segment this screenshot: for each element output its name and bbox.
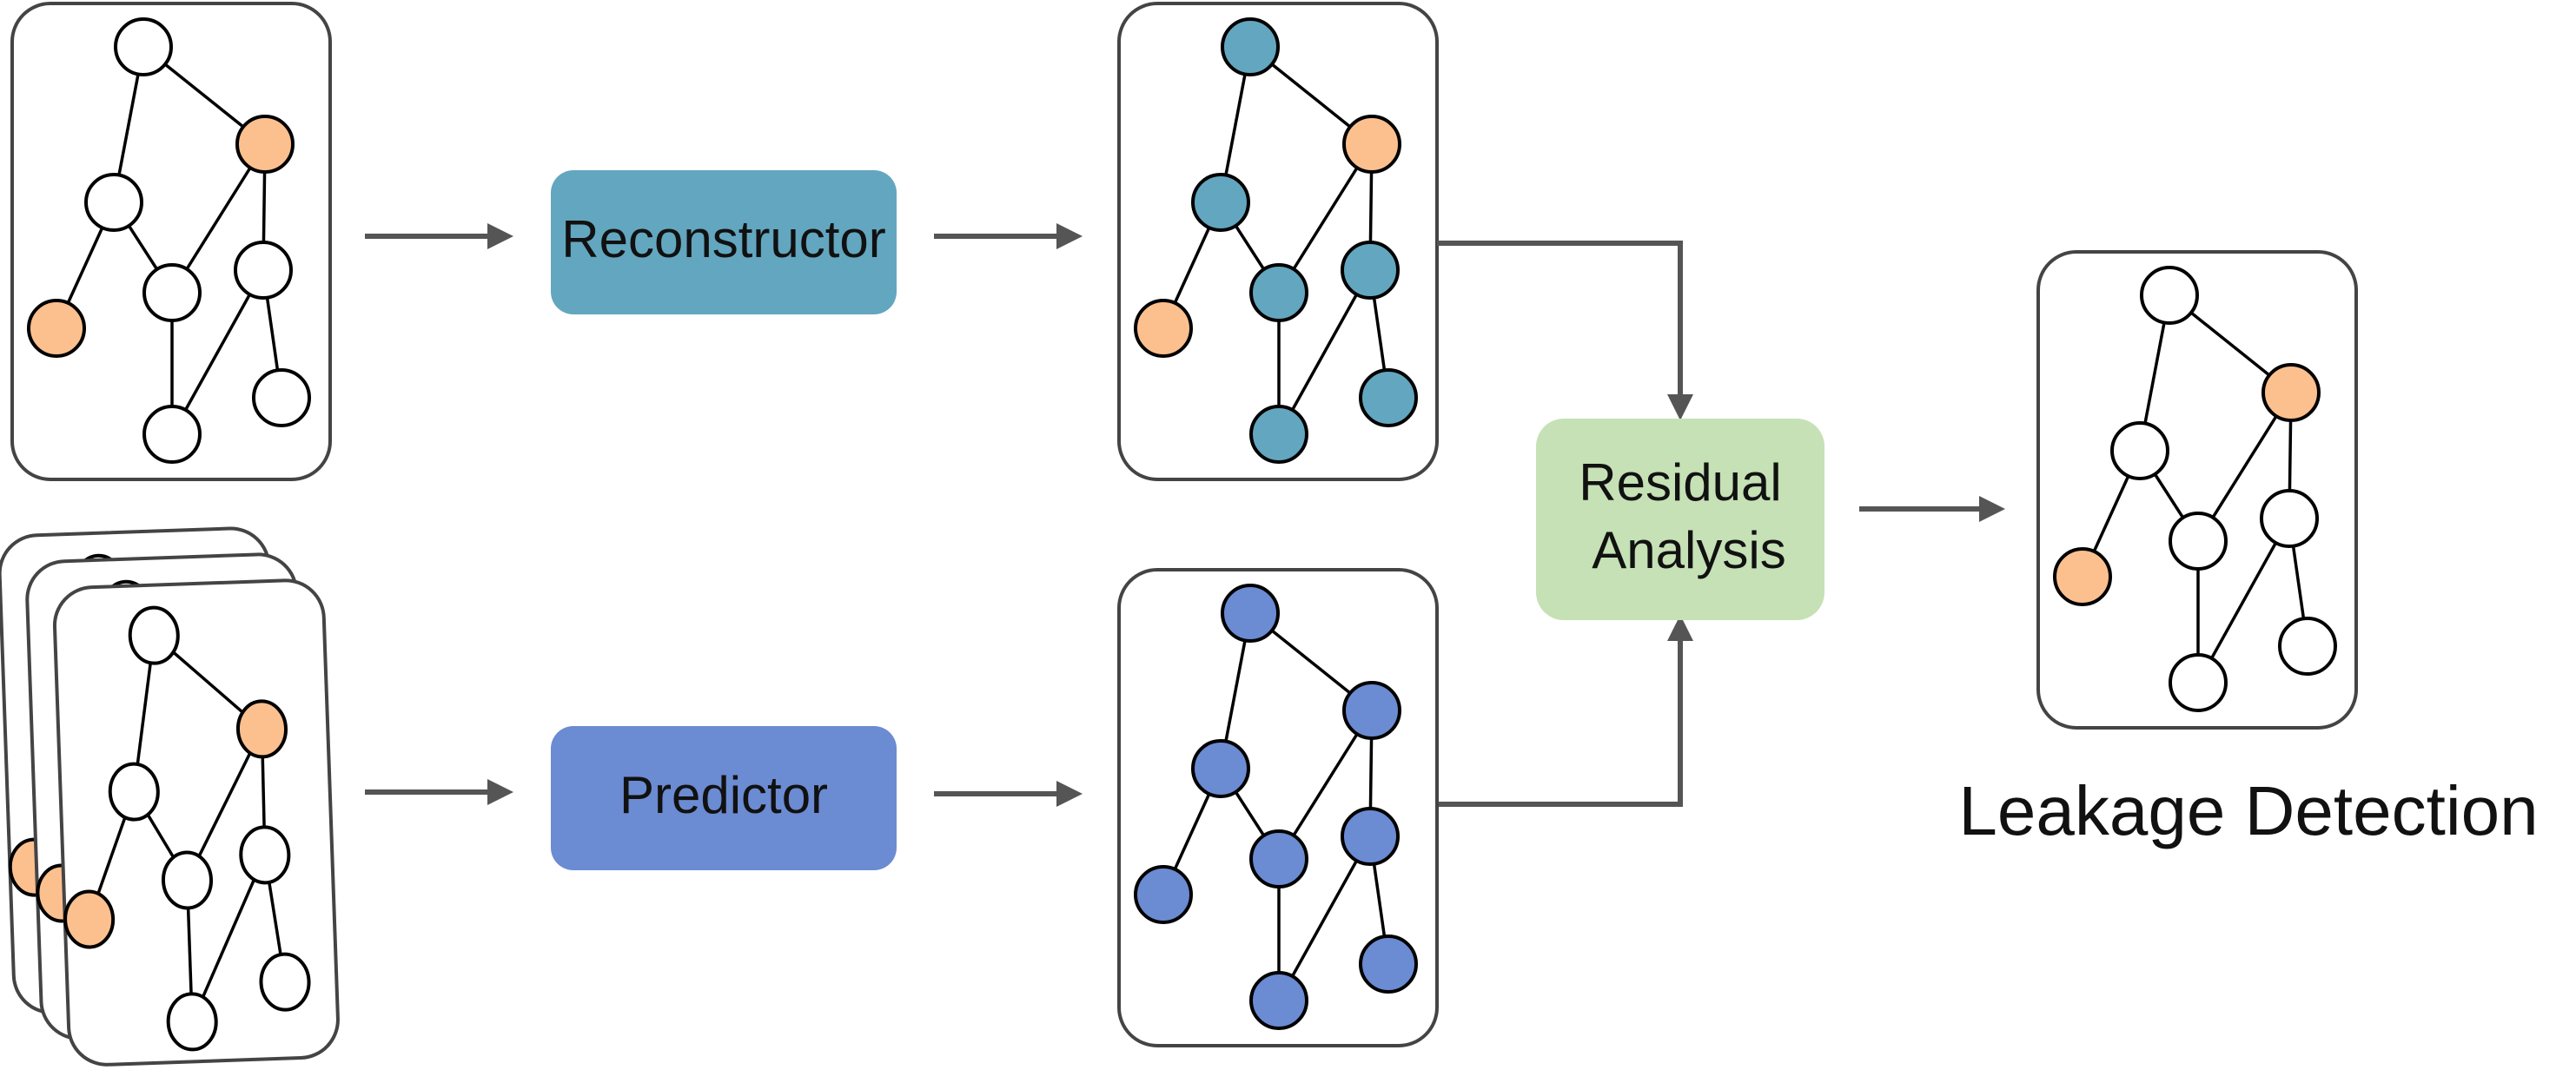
graph-node [142, 263, 202, 322]
history-graph-front [63, 605, 311, 1052]
graph-node [27, 299, 86, 358]
graph-node [1249, 405, 1308, 464]
graph-node [1249, 829, 1308, 888]
reconstructor-box-bg [551, 170, 897, 314]
graph-node [1221, 584, 1280, 643]
graph-node [1341, 807, 1400, 866]
reconstructed-graph [1134, 17, 1418, 464]
graph-node [63, 889, 116, 949]
graph-node [142, 405, 202, 464]
graph-node [1249, 263, 1308, 322]
reconstructed-graph-panel [1117, 2, 1439, 481]
input-graph-panel [10, 2, 332, 481]
residual-analysis-box-bg [1536, 419, 1824, 620]
leakage-detection-title: Leakage Detection [1958, 772, 2538, 849]
connector-pred-to-residual [1439, 615, 1693, 807]
history-panel-front [52, 578, 340, 1067]
graph-node [239, 825, 291, 885]
output-graph [2053, 266, 2337, 712]
graph-node [2140, 266, 2199, 325]
graph-edge [1277, 836, 1372, 1001]
graph-node [128, 605, 180, 665]
graph-node [1342, 681, 1401, 740]
predicted-graph [1134, 584, 1418, 1030]
graph-node [166, 992, 218, 1052]
reconstructor-box: Reconstructor [551, 170, 897, 314]
predictor-label: Predictor [619, 766, 828, 824]
history-graph-stack [0, 526, 340, 1067]
graph-node [1191, 739, 1250, 798]
output-graph-panel [2036, 250, 2358, 730]
residual-label-line2: Analysis [1592, 521, 1785, 579]
graph-edge [170, 269, 265, 435]
graph-node [1249, 971, 1308, 1030]
graph-node [2169, 512, 2228, 571]
graph-node [1359, 368, 1418, 427]
predictor-box-bg [551, 726, 897, 870]
graph-node [1221, 17, 1280, 76]
graph-node [2261, 363, 2321, 422]
graph-node [108, 762, 160, 822]
reconstructor-label: Reconstructor [561, 210, 885, 268]
graph-node [114, 17, 173, 76]
leak-edge [2196, 518, 2291, 684]
graph-node [235, 115, 295, 174]
graph-node [161, 850, 214, 910]
predictor-box: Predictor [551, 726, 897, 870]
graph-node [234, 241, 293, 300]
graph-node [2110, 421, 2169, 480]
graph-node [1191, 173, 1250, 232]
graph-edge [190, 854, 267, 1023]
graph-node [84, 173, 143, 232]
predicted-graph-panel [1117, 568, 1439, 1047]
graph-node [2278, 617, 2337, 676]
graph-node [1342, 115, 1401, 174]
connector-recon-to-residual [1437, 241, 1693, 420]
residual-label-line1: Residual [1579, 453, 1781, 512]
graph-node [259, 952, 311, 1012]
graph-node [2053, 547, 2112, 606]
residual-analysis-box: Residual Analysis [1536, 419, 1824, 620]
graph-node [235, 699, 288, 759]
graph-edge [1277, 269, 1372, 435]
graph-node [1134, 299, 1193, 358]
graph-node [1134, 865, 1193, 924]
graph-node [2169, 653, 2228, 712]
graph-node [1359, 935, 1418, 994]
graph-node [2260, 489, 2319, 548]
input-graph [27, 17, 311, 464]
graph-node [252, 368, 311, 427]
graph-node [1341, 241, 1400, 300]
